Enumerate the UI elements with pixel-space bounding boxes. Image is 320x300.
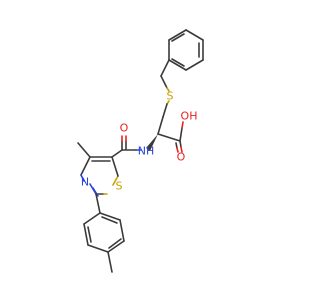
atom-labels: S OH O O NH N S	[81, 90, 198, 193]
amide-group	[111, 135, 142, 158]
benzyl-ring	[168, 29, 204, 71]
thioether-chain	[160, 59, 170, 118]
atom-n-thiazole: N	[81, 176, 89, 189]
stereo-wedge	[146, 134, 158, 151]
atom-s-thioether: S	[167, 90, 174, 103]
tolyl-ring	[83, 193, 125, 273]
molecule-structure: S OH O O NH N S	[77, 29, 204, 273]
thiazole-ring	[77, 142, 119, 197]
atom-nh: NH	[138, 145, 155, 158]
atom-o-carboxyl: O	[177, 151, 186, 164]
atom-oh: OH	[181, 110, 198, 123]
carboxylic-acid	[157, 116, 184, 153]
atom-o-amide: O	[120, 122, 129, 135]
atom-s-thiazole: S	[116, 180, 123, 193]
